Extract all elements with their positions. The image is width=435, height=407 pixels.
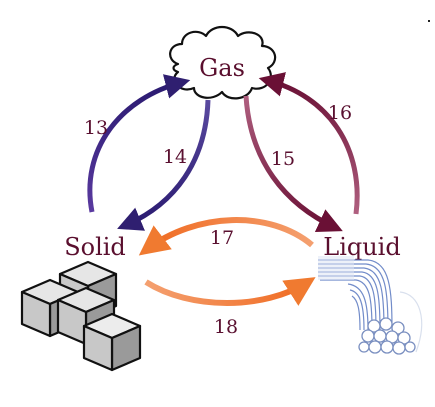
liquid-flow-illustration (318, 256, 423, 355)
ice-cubes-illustration (20, 260, 142, 372)
label-15: 15 (271, 148, 295, 170)
gas-label: Gas (199, 54, 245, 82)
arrow-liquid-to-solid (138, 217, 314, 256)
arrow-solid-to-liquid (144, 277, 316, 306)
label-13: 13 (84, 117, 108, 139)
corner-dot (428, 20, 430, 22)
arrow-liquid-to-gas (258, 72, 360, 215)
solid-label: Solid (64, 233, 126, 261)
arrow-gas-to-liquid (243, 95, 343, 233)
label-14: 14 (163, 146, 187, 168)
label-18: 18 (214, 316, 238, 338)
arrow-gas-to-solid (117, 99, 211, 231)
arrow-solid-to-gas (87, 74, 191, 213)
label-16: 16 (328, 102, 352, 124)
label-17: 17 (210, 227, 234, 249)
